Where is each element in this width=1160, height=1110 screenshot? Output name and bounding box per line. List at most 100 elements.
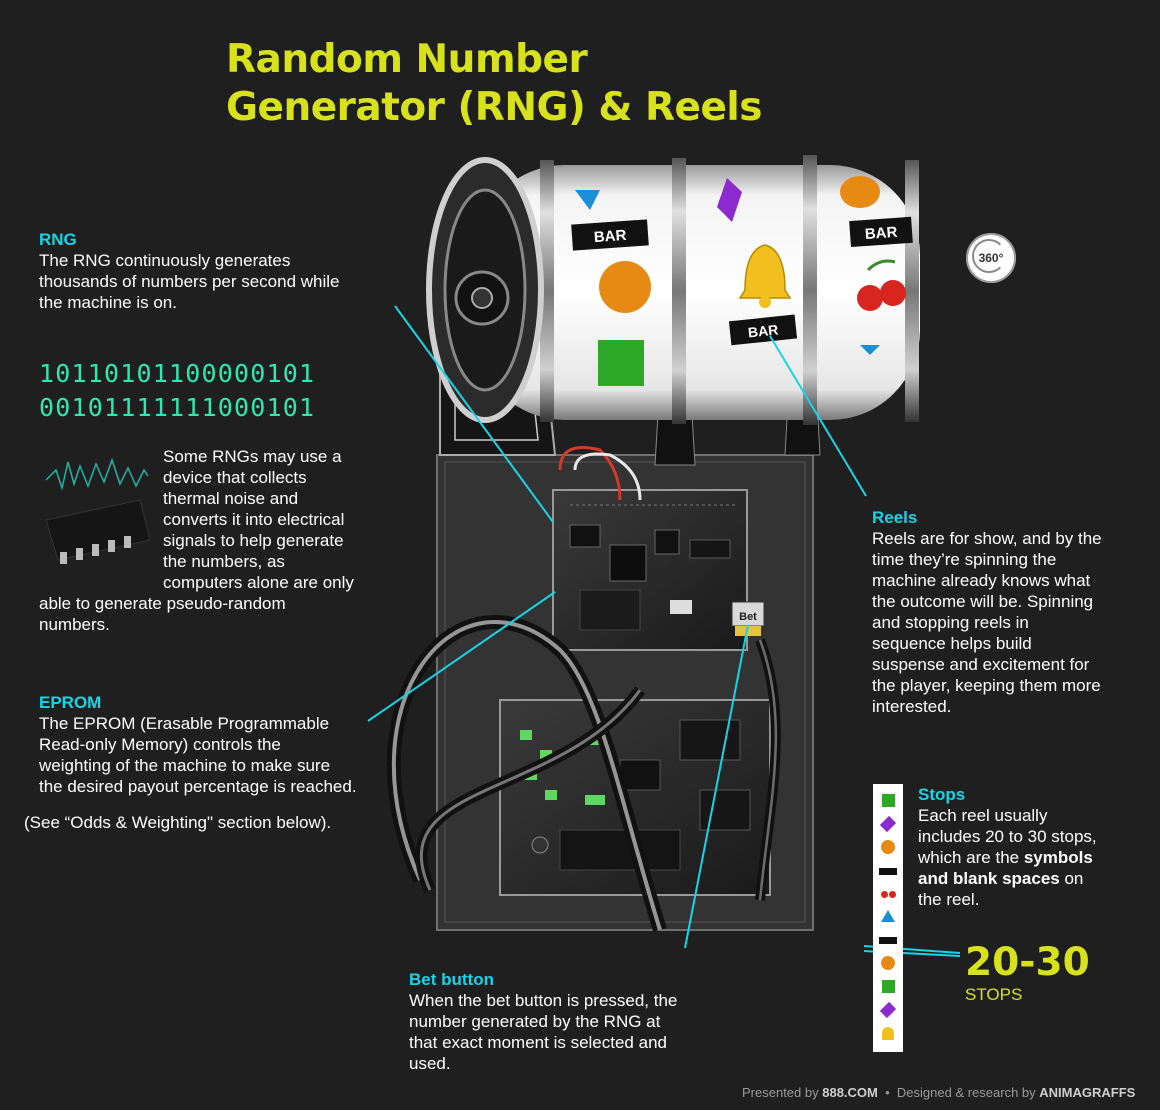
reels-callout: Reels Reels are for show, and by the tim…: [872, 507, 1102, 717]
cables: [386, 614, 781, 933]
bet-heading: Bet button: [409, 970, 494, 989]
stops-line: which are the symbols: [918, 847, 1097, 868]
reels-line: the outcome will be. Spinning: [872, 592, 1094, 611]
eprom-line: weighting of the machine to make sure: [39, 756, 331, 775]
brand-link[interactable]: 888.COM: [822, 1085, 878, 1100]
circle-stop-icon: [873, 837, 903, 857]
studio-link[interactable]: ANIMAGRAFFS: [1039, 1085, 1136, 1100]
binary-line-2: 00101111111000101: [39, 393, 316, 422]
eprom-heading: EPROM: [39, 693, 102, 712]
bet-button-text: Bet: [739, 611, 757, 623]
presented-by-text: Presented by: [742, 1085, 819, 1100]
bet-button-callout: Bet button When the bet button is presse…: [409, 969, 677, 1074]
reels-line: Reels are for show, and by the: [872, 529, 1102, 548]
reels-line: sequence helps build: [872, 634, 1032, 653]
eprom-circuit-board: [499, 699, 771, 896]
stops-heading: Stops: [918, 785, 966, 804]
rng-line: The RNG continuously generates: [39, 251, 291, 270]
thermal-line: device that collects: [163, 468, 307, 487]
eprom-callout-line: [367, 591, 556, 722]
bell-stop-icon: [873, 1023, 903, 1043]
rng-callout: RNG The RNG continuously generates thous…: [39, 229, 340, 313]
thermal-line: thermal noise and: [163, 489, 299, 508]
designed-by-text: Designed & research by: [896, 1085, 1036, 1100]
stops-description: Each reel usually includes 20 to 30 stop…: [918, 805, 1097, 910]
stops-strip: [873, 784, 903, 1052]
stops-line: and blank spaces on: [918, 868, 1097, 889]
diamond-symbol: [717, 178, 742, 222]
rng-heading: RNG: [39, 230, 77, 249]
thermal-line: converts it into electrical: [163, 510, 345, 529]
odds-weighting-link[interactable]: (See “Odds & Weighting" section below).: [24, 813, 332, 832]
bar-stop-icon: [873, 930, 903, 950]
binary-sequence: 10110101100000101 00101111111000101: [39, 357, 315, 425]
bar-symbol-label-3: BAR: [864, 224, 898, 243]
circle-stop-icon: [873, 953, 903, 973]
reels-line: time they’re spinning the: [872, 550, 1057, 569]
reels-line: suspense and excitement for: [872, 655, 1090, 674]
stops-callout: Stops Each reel usually includes 20 to 3…: [918, 784, 1097, 910]
bell-symbol: [738, 244, 792, 308]
reels-line: and stopping reels in: [872, 613, 1029, 632]
stops-range-unit: STOPS: [965, 985, 1023, 1004]
triangle-symbol: [575, 190, 600, 210]
eprom-callout: EPROM The EPROM (Erasable Programmable R…: [39, 692, 357, 797]
stops-text: on: [1059, 869, 1084, 888]
stops-text: which are the: [918, 848, 1024, 867]
cherry-stop-icon: [873, 884, 903, 904]
rng-line: the machine is on.: [39, 293, 177, 312]
binary-line-1: 10110101100000101: [39, 359, 316, 388]
reels-line: machine already knows what: [872, 571, 1091, 590]
title-line-2: Generator (RNG) & Reels: [226, 85, 763, 130]
rotate-360-label: 360°: [978, 251, 1004, 265]
bet-line: used.: [409, 1054, 451, 1073]
thermal-noise-text-tail: able to generate pseudo-random numbers.: [39, 593, 286, 635]
thermal-noise-text: Some RNGs may use a device that collects…: [163, 446, 354, 593]
reels-heading: Reels: [872, 508, 918, 527]
diamond-stop-icon: [873, 814, 903, 834]
bet-line: number generated by the RNG at: [409, 1012, 661, 1031]
circle-symbol: [599, 261, 651, 313]
bet-callout-line: [684, 624, 749, 949]
stops-bold-text: symbols: [1023, 848, 1093, 867]
bet-line: When the bet button is pressed, the: [409, 991, 678, 1010]
footer-separator: •: [885, 1085, 890, 1100]
rng-circuit-board: [552, 446, 748, 651]
thermal-line: numbers.: [39, 615, 110, 634]
bar-symbol-label: BAR: [593, 227, 627, 246]
reels-callout-line: [769, 335, 867, 497]
bet-line: that exact moment is selected and: [409, 1033, 667, 1052]
eprom-line: the desired payout percentage is reached…: [39, 777, 357, 796]
stops-bold-text: and blank spaces: [918, 869, 1060, 888]
stops-range-number: 20-30: [965, 940, 1090, 985]
bet-button-illustration: Bet: [731, 601, 765, 636]
page-title: Random Number Generator (RNG) & Reels: [226, 36, 763, 132]
stops-line: includes 20 to 30 stops,: [918, 827, 1097, 846]
square-stop-icon: [873, 976, 903, 996]
triangle-stop-icon: [873, 906, 903, 926]
stops-line: Each reel usually: [918, 806, 1048, 825]
square-symbol: [598, 340, 644, 386]
thermal-line: computers alone are only: [163, 573, 354, 592]
thermal-line: able to generate pseudo-random: [39, 594, 286, 613]
thermal-line: the numbers, as: [163, 552, 285, 571]
rng-line: thousands of numbers per second while: [39, 272, 340, 291]
reel-1: BAR: [571, 190, 651, 386]
eprom-line: Read-only Memory) controls the: [39, 735, 281, 754]
rng-description: The RNG continuously generates thousands…: [39, 250, 340, 313]
rotate-360-button[interactable]: 360°: [966, 233, 1016, 283]
title-line-1: Random Number: [226, 37, 588, 82]
stops-line: the reel.: [918, 890, 980, 909]
credits-footer: Presented by 888.COM • Designed & resear…: [742, 1085, 1135, 1100]
circle-symbol-3: [840, 176, 880, 208]
square-stop-icon: [873, 790, 903, 810]
bar-stop-icon: [873, 861, 903, 881]
reels-line: interested.: [872, 697, 952, 716]
thermal-line: signals to help generate: [163, 531, 344, 550]
bar-symbol-label-2: BAR: [747, 321, 779, 340]
reels-description: Reels are for show, and by the time they…: [872, 528, 1102, 717]
reel-2: BAR: [717, 178, 798, 346]
eprom-line: The EPROM (Erasable Programmable: [39, 714, 330, 733]
reels-line: the player, keeping them more: [872, 676, 1101, 695]
